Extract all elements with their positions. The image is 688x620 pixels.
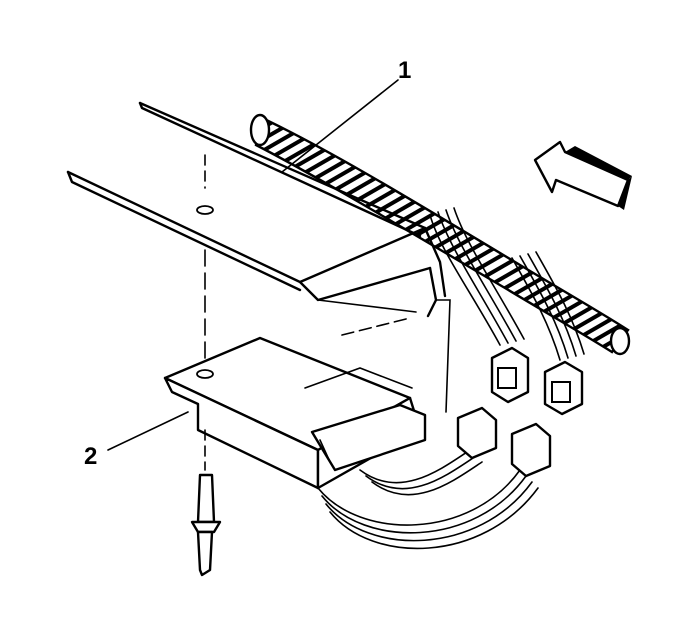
corrugated-conduit <box>249 113 631 356</box>
rivet-fastener <box>190 429 222 577</box>
connector-upper-left <box>490 346 530 404</box>
callout-leaders <box>107 79 399 451</box>
connector-upper-right <box>543 360 584 416</box>
arrow-up-left-icon <box>533 140 632 210</box>
mounting-axis <box>196 154 411 363</box>
control-module <box>163 336 427 490</box>
connector-lower-right <box>510 422 552 478</box>
connectors <box>456 346 584 478</box>
callout-2: 2 <box>84 443 97 470</box>
mounting-panel <box>66 101 451 413</box>
connector-lower-left <box>456 406 498 460</box>
wire-bundles <box>317 207 585 550</box>
callout-1: 1 <box>398 57 411 84</box>
